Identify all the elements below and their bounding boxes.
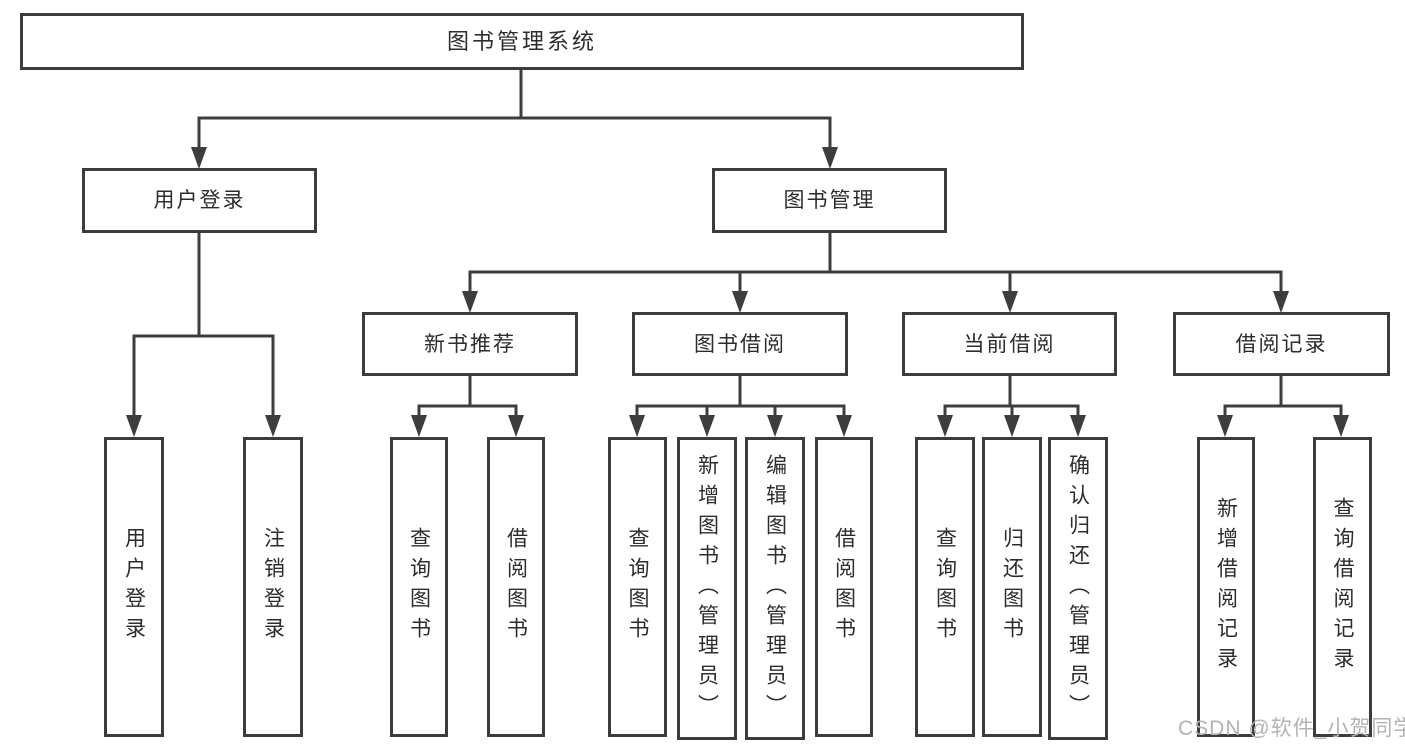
- leaf-label: 借阅图书: [504, 527, 528, 647]
- leaf-label: 新增图书（管理员）: [695, 453, 719, 724]
- leaf-label: 查询借阅记录: [1331, 497, 1354, 677]
- leaf-add-borrow-record: 新增借阅记录: [1197, 437, 1255, 737]
- node-book-borrowing: 图书借阅: [632, 312, 848, 376]
- node-label: 图书借阅: [694, 332, 786, 356]
- leaf-borrow-books: 借阅图书: [815, 437, 873, 737]
- leaf-query-borrow-record: 查询借阅记录: [1313, 437, 1372, 737]
- leaf-label: 用户登录: [122, 527, 146, 647]
- leaf-add-books-admin: 新增图书（管理员）: [677, 437, 737, 740]
- node-label: 用户登录: [153, 189, 246, 212]
- node-label: 图书管理系统: [446, 28, 597, 54]
- node-user-login: 用户登录: [82, 168, 317, 233]
- leaf-label: 编辑图书（管理员）: [763, 453, 787, 724]
- node-label: 新书推荐: [424, 332, 516, 356]
- leaf-user-login: 用户登录: [104, 437, 164, 737]
- leaf-label: 归还图书: [1000, 527, 1024, 647]
- node-new-book-recommend: 新书推荐: [362, 312, 578, 376]
- leaf-edit-books-admin: 编辑图书（管理员）: [745, 437, 805, 740]
- leaf-label: 新增借阅记录: [1214, 497, 1238, 677]
- leaf-label: 查询图书: [626, 527, 649, 647]
- csdn-watermark: CSDN @软件_小贺同学: [1178, 717, 1405, 740]
- arrowheads: [126, 147, 1349, 437]
- leaf-logout: 注销登录: [243, 437, 303, 737]
- node-borrow-records: 借阅记录: [1173, 312, 1390, 376]
- node-label: 图书管理: [783, 189, 876, 212]
- node-library-management-system: 图书管理系统: [20, 13, 1024, 70]
- node-label: 借阅记录: [1235, 332, 1328, 356]
- leaf-return-books: 归还图书: [982, 437, 1042, 737]
- node-current-borrowing: 当前借阅: [902, 312, 1117, 376]
- leaf-confirm-return-admin: 确认归还（管理员）: [1048, 437, 1108, 740]
- leaf-label: 查询图书: [407, 527, 431, 647]
- node-label: 当前借阅: [963, 332, 1056, 356]
- node-book-management: 图书管理: [712, 168, 947, 233]
- leaf-borrow-books-recommend: 借阅图书: [487, 437, 545, 737]
- leaf-label: 确认归还（管理员）: [1066, 453, 1090, 724]
- leaf-query-books-current: 查询图书: [915, 437, 975, 737]
- leaf-query-books-recommend: 查询图书: [390, 437, 448, 737]
- leaf-label: 查询图书: [933, 527, 957, 647]
- leaf-label: 注销登录: [261, 527, 285, 647]
- leaf-query-books-borrowing: 查询图书: [608, 437, 667, 737]
- leaf-label: 借阅图书: [832, 527, 856, 647]
